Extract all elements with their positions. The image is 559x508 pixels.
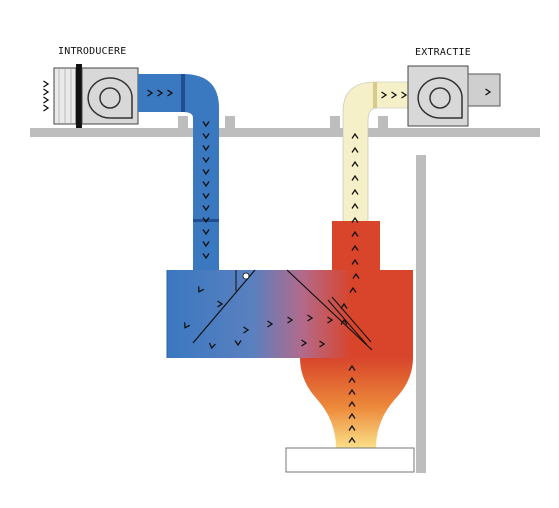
chevron-icon — [391, 91, 398, 99]
chevron-icon — [243, 326, 250, 334]
extraction-duct — [332, 81, 409, 271]
chevron-icon — [348, 364, 356, 371]
chevron-icon — [147, 89, 154, 97]
chevron-icon — [327, 316, 334, 324]
chevron-icon — [351, 188, 359, 195]
intake-label: INTRODUCERE — [58, 46, 126, 57]
chevron-icon — [307, 314, 314, 322]
chevron-icon — [351, 132, 359, 139]
chevron-icon — [202, 217, 210, 224]
chevron-icon — [348, 424, 356, 431]
chevron-icon — [202, 181, 210, 188]
chevron-icon — [202, 133, 210, 140]
chevron-icon — [202, 169, 210, 176]
flow-markers — [43, 80, 492, 443]
hood-canopy — [166, 269, 413, 358]
extract-label: EXTRACTIE — [415, 47, 471, 58]
chevron-icon — [301, 339, 308, 347]
chevron-icon — [234, 340, 242, 347]
chevron-icon — [351, 244, 359, 251]
chevron-icon — [348, 388, 356, 395]
chevron-icon — [351, 258, 359, 265]
chevron-icon — [43, 80, 50, 88]
chevron-icon — [349, 286, 357, 293]
chevron-icon — [198, 286, 205, 293]
chevron-icon — [43, 96, 50, 104]
chevron-icon — [202, 229, 210, 236]
chevron-icon — [217, 300, 224, 308]
chevron-icon — [267, 320, 274, 328]
chevron-icon — [340, 302, 348, 309]
chevron-icon — [202, 145, 210, 152]
chevron-icon — [485, 88, 492, 96]
chevron-icon — [348, 412, 356, 419]
chevron-icon — [351, 202, 359, 209]
chevron-icon — [351, 160, 359, 167]
intake-fan-unit — [53, 64, 139, 128]
chevron-icon — [351, 174, 359, 181]
chevron-icon — [202, 121, 210, 128]
chevron-icon — [43, 88, 50, 96]
chevron-icon — [167, 89, 174, 97]
centrifugal-fan-icon — [417, 77, 463, 119]
cooking-surface — [285, 447, 415, 473]
extract-fan-unit — [407, 65, 501, 127]
chevron-icon — [319, 340, 326, 348]
chevron-icon — [352, 272, 360, 279]
chevron-icon — [202, 241, 210, 248]
valve-icon — [242, 272, 250, 280]
chevron-icon — [381, 91, 388, 99]
chevron-icon — [351, 146, 359, 153]
chevron-icon — [348, 376, 356, 383]
chevron-icon — [43, 104, 50, 112]
chevron-icon — [351, 230, 359, 237]
chevron-icon — [348, 436, 356, 443]
chevron-icon — [202, 157, 210, 164]
wall — [416, 155, 426, 473]
chevron-icon — [351, 216, 359, 223]
chevron-icon — [202, 193, 210, 200]
chevron-icon — [157, 89, 164, 97]
chevron-icon — [208, 342, 216, 350]
intake-duct — [138, 74, 219, 272]
chevron-icon — [348, 400, 356, 407]
chevron-icon — [184, 322, 191, 329]
chevron-icon — [401, 91, 408, 99]
heat-plume — [300, 358, 413, 448]
chevron-icon — [287, 316, 294, 324]
chevron-icon — [202, 205, 210, 212]
chevron-icon — [202, 253, 210, 260]
centrifugal-fan-icon — [87, 77, 133, 119]
chevron-icon — [340, 318, 348, 325]
ceiling — [30, 116, 540, 137]
